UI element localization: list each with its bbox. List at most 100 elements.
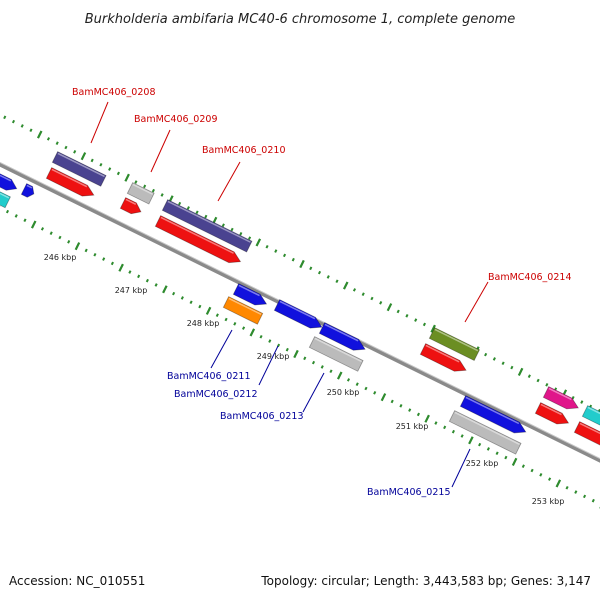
inner-ring-major-tick (511, 457, 518, 466)
gene-right-red-bar-highlight (579, 422, 600, 441)
inner-ring-minor-tick (49, 231, 53, 235)
inner-ring-major-tick (380, 393, 387, 402)
outer-ring-minor-tick (361, 292, 365, 296)
outer-ring-minor-tick (492, 357, 496, 361)
gene-label-0214[interactable]: BamMC406_0214 (488, 272, 571, 283)
gene-left-edge-arrow[interactable] (0, 173, 19, 194)
outer-ring-major-tick (36, 130, 43, 139)
gene-label-0212[interactable]: BamMC406_0212 (174, 389, 257, 400)
gene-left-edge-bar[interactable] (0, 191, 11, 209)
gene-0209-bar[interactable] (126, 182, 155, 205)
gene-0215-bar[interactable] (448, 410, 522, 455)
gene-0209-bar-shape (126, 182, 155, 205)
gene-left-small-arrow[interactable] (20, 183, 36, 200)
inner-ring-major-tick (30, 220, 37, 229)
gene-right-red-bar[interactable] (573, 421, 600, 451)
inner-ring-minor-tick (102, 257, 106, 261)
gene-label-0211[interactable]: BamMC406_0211 (167, 371, 250, 382)
gene-right-cyan-bar[interactable] (581, 405, 600, 431)
inner-ring-minor-tick (259, 334, 263, 339)
outer-ring-minor-tick (151, 188, 155, 193)
gene-0208-bar[interactable] (51, 151, 107, 187)
outer-ring-minor-tick (405, 313, 409, 318)
inner-ring-minor-tick (355, 382, 359, 386)
outer-ring-minor-tick (160, 193, 164, 197)
kbp-label: 252 kbp (466, 459, 499, 468)
gene-left-edge-arrow-highlight (0, 174, 12, 182)
gene-label-0215[interactable]: BamMC406_0215 (367, 487, 450, 498)
inner-ring-major-tick (162, 285, 168, 294)
outer-ring-minor-tick (414, 318, 418, 322)
inner-ring-minor-tick (67, 240, 71, 244)
gene-0210-bar[interactable] (161, 199, 253, 253)
leader-0214 (464, 281, 489, 323)
outer-tick-ring (3, 115, 600, 413)
outer-ring-minor-tick (282, 253, 287, 258)
gene-right-magenta-arrow[interactable] (542, 386, 581, 414)
inner-ring-minor-tick (486, 447, 490, 451)
inner-ring-major-tick (336, 371, 343, 380)
outer-ring-major-tick (80, 152, 87, 161)
gene-0208-arrow-highlight (51, 168, 88, 188)
gene-features (0, 151, 600, 455)
outer-ring-minor-tick (73, 150, 77, 154)
inner-ring-minor-tick (574, 490, 578, 494)
inner-ring-minor-tick (399, 403, 403, 408)
leader-0208 (90, 101, 109, 144)
inner-ring-minor-tick (23, 218, 27, 223)
gene-0213-bar[interactable] (308, 336, 364, 372)
gene-right-red-arrow[interactable] (534, 402, 571, 429)
inner-ring-major-tick (249, 328, 256, 337)
gene-0209-arrow[interactable] (119, 197, 143, 218)
outer-ring-minor-tick (195, 210, 199, 215)
outer-ring-minor-tick (204, 214, 208, 219)
gene-label-0213[interactable]: BamMC406_0213 (220, 411, 303, 422)
inner-ring-minor-tick (548, 477, 552, 481)
gene-0215-arrow-highlight (465, 396, 520, 425)
inner-ring-minor-tick (137, 274, 141, 279)
inner-ring-minor-tick (521, 464, 525, 468)
gene-label-0208[interactable]: BamMC406_0208 (72, 87, 155, 98)
inner-ring-minor-tick (242, 326, 246, 330)
gene-right-magenta-arrow-highlight (548, 387, 572, 401)
outer-ring-minor-tick (291, 257, 295, 262)
gene-0208-arrow[interactable] (45, 167, 96, 201)
inner-ring-minor-tick (311, 360, 316, 365)
outer-ring-minor-tick (46, 137, 51, 141)
inner-ring-major-tick (293, 349, 299, 359)
gene-0214-arrow[interactable] (419, 343, 468, 376)
outer-ring-major-tick (124, 173, 130, 182)
gene-0211-bar[interactable] (222, 296, 264, 325)
gene-left-small-arrow-highlight (26, 184, 33, 189)
outer-ring-minor-tick (326, 275, 330, 279)
leader-0210 (217, 161, 241, 202)
outer-ring-minor-tick (379, 301, 383, 305)
gene-0215-bar-shape (448, 410, 522, 455)
inner-ring-minor-tick (14, 214, 18, 218)
outer-ring-minor-tick (3, 115, 7, 120)
inner-ring-minor-tick (303, 356, 307, 361)
gene-label-0210[interactable]: BamMC406_0210 (202, 145, 285, 156)
gene-0211-arrow[interactable] (232, 283, 269, 310)
gene-0210-arrow-highlight (160, 216, 234, 254)
gene-label-0209[interactable]: BamMC406_0209 (134, 114, 217, 125)
gene-0215-bar-highlight (454, 411, 520, 445)
outer-ring-minor-tick (527, 374, 531, 378)
gene-0210-arrow[interactable] (154, 215, 243, 267)
gene-0214-bar[interactable] (428, 327, 481, 362)
gene-0213-arrow[interactable] (318, 322, 367, 355)
inner-ring-minor-tick (591, 498, 595, 503)
gene-0212-arrow[interactable] (273, 299, 324, 333)
outer-ring-minor-tick (510, 365, 514, 370)
gene-left-small-arrow-shape (20, 183, 35, 198)
inner-ring-major-tick (74, 242, 81, 251)
inner-ring-major-tick (118, 263, 124, 272)
gene-right-red-bar-shape (573, 421, 600, 451)
inner-ring-minor-tick (329, 369, 333, 374)
gene-0215-arrow[interactable] (459, 395, 528, 438)
gene-left-edge-arrow-shape (0, 173, 18, 191)
inner-ring-minor-tick (58, 235, 62, 240)
inner-ring-minor-tick (390, 399, 394, 404)
gene-0210-bar-shape (161, 199, 253, 253)
gene-0209-arrow-highlight (125, 198, 137, 205)
